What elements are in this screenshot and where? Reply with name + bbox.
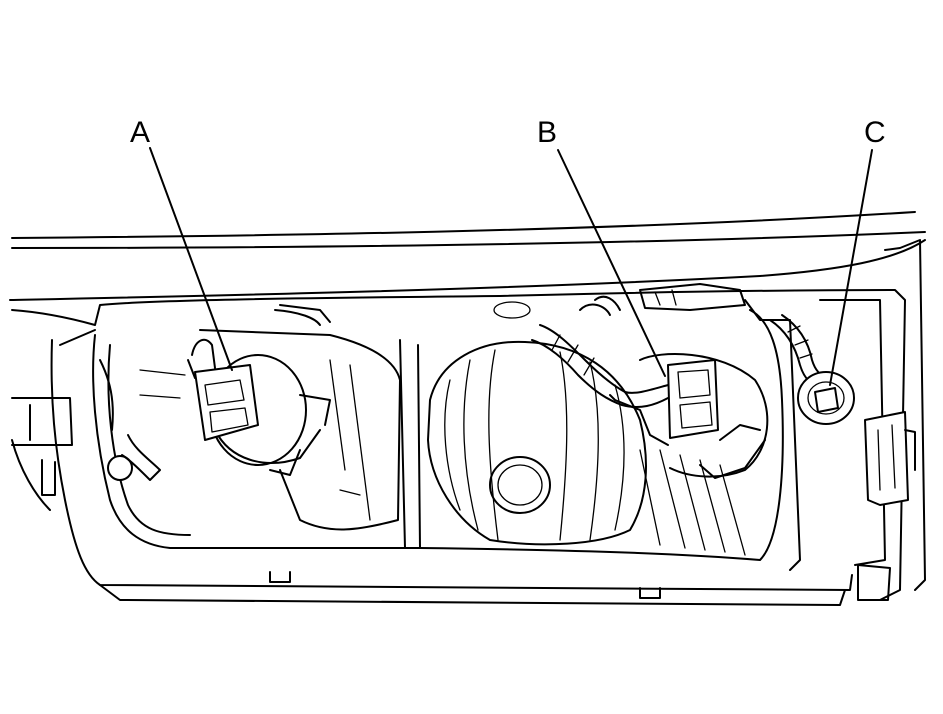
callout-a: A [130,116,233,371]
headlamp-bulb-bowl [427,340,746,556]
callout-c-leader [829,149,873,386]
socket-a-connector [187,338,259,441]
callout-c: C [829,116,886,386]
headlamp-harness [493,295,669,446]
callout-a-label: A [130,116,150,149]
callout-a-leader [149,147,233,371]
side-marker-socket-c [797,371,855,425]
headlamp-socket-b [639,353,769,479]
callout-b: B [537,116,666,377]
callout-b-label: B [537,116,557,149]
park-lamp-reflector [139,329,401,531]
side-marker-clip [864,411,916,506]
headlamp-housing [11,239,926,606]
hood-edge [9,211,926,301]
callout-c-label: C [864,116,886,149]
upper-bracket [274,283,746,326]
callout-b-leader [557,149,666,377]
adjuster-post [99,359,161,481]
